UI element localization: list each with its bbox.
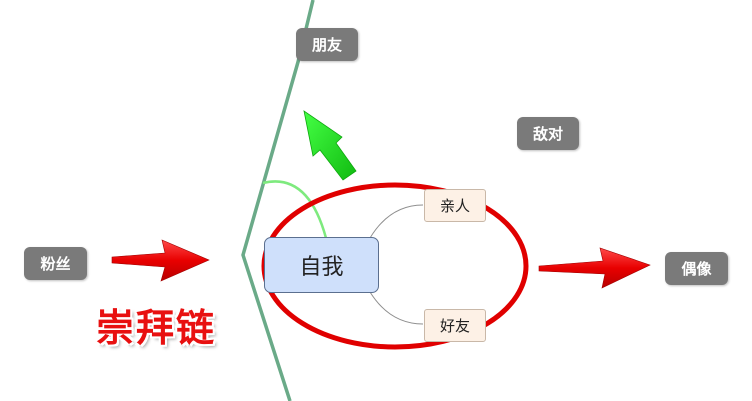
outer-node-label: 粉丝 (40, 255, 71, 273)
outer-node-fans[interactable]: 粉丝 (24, 247, 87, 280)
center-node-label: 自我 (299, 255, 344, 280)
red-arrow-right (538, 247, 651, 289)
annotation-title: 崇拜链 (96, 306, 217, 350)
child-node-label: 亲人 (439, 197, 470, 215)
center-node-self[interactable]: 自我 (264, 237, 379, 293)
red-arrow-left (111, 239, 210, 282)
outer-node-label: 朋友 (311, 36, 342, 54)
child-node-family[interactable]: 亲人 (424, 189, 486, 222)
child-node-close-friend[interactable]: 好友 (424, 309, 486, 342)
outer-node-friends[interactable]: 朋友 (296, 28, 358, 61)
connector-family (369, 204, 424, 239)
outer-node-idols[interactable]: 偶像 (665, 252, 728, 285)
outer-node-enemies[interactable]: 敌对 (517, 117, 579, 150)
child-node-label: 好友 (439, 317, 470, 335)
angle-arc (262, 180, 328, 239)
outer-node-label: 敌对 (532, 125, 563, 143)
connector-close-friend (369, 291, 424, 325)
outer-node-label: 偶像 (681, 260, 712, 278)
green-arrow (303, 110, 357, 181)
